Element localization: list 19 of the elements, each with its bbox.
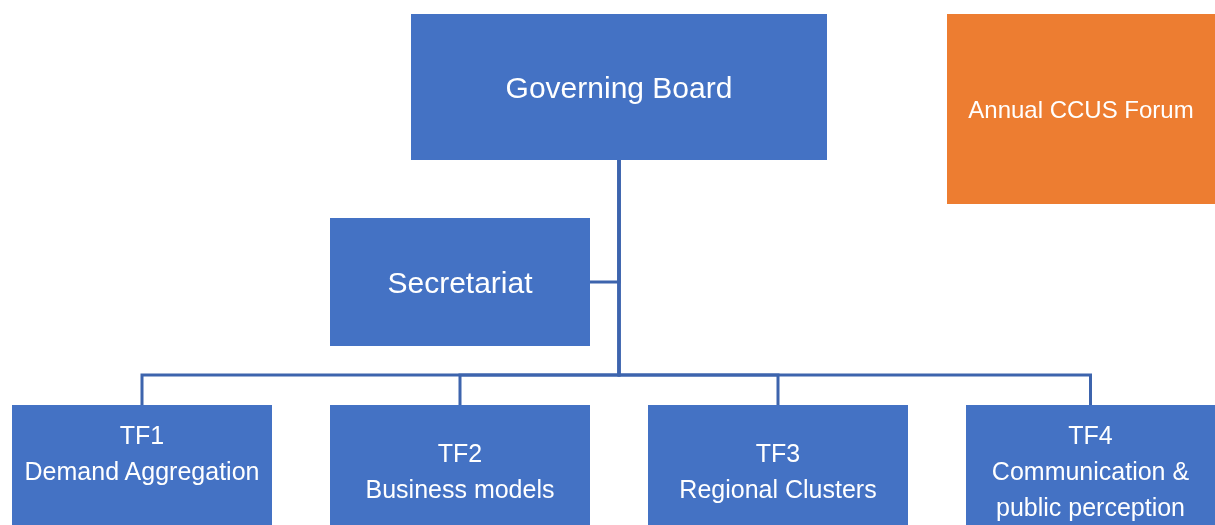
box-heading: TF2 — [436, 438, 484, 469]
forum-box — [947, 14, 1215, 204]
board-box — [411, 14, 827, 160]
box-heading: TF4 — [1067, 420, 1114, 451]
box-label: Secretariat — [386, 264, 534, 301]
task-force-box — [648, 405, 908, 525]
task-force-box — [330, 405, 590, 525]
task-force-box — [12, 405, 272, 525]
box-label: Regional Clusters — [678, 474, 878, 505]
secretariat-box — [330, 218, 590, 346]
box-label: Communication & public perception — [990, 456, 1191, 523]
box-heading: TF1 — [118, 420, 166, 451]
task-force-box — [966, 405, 1215, 525]
box-label: Demand Aggregation — [23, 456, 261, 487]
box-label: Governing Board — [504, 69, 734, 106]
box-label: Business models — [364, 474, 556, 505]
connector-line — [617, 160, 1092, 405]
box-heading: TF3 — [754, 438, 802, 469]
box-label: Annual CCUS Forum — [967, 94, 1195, 125]
